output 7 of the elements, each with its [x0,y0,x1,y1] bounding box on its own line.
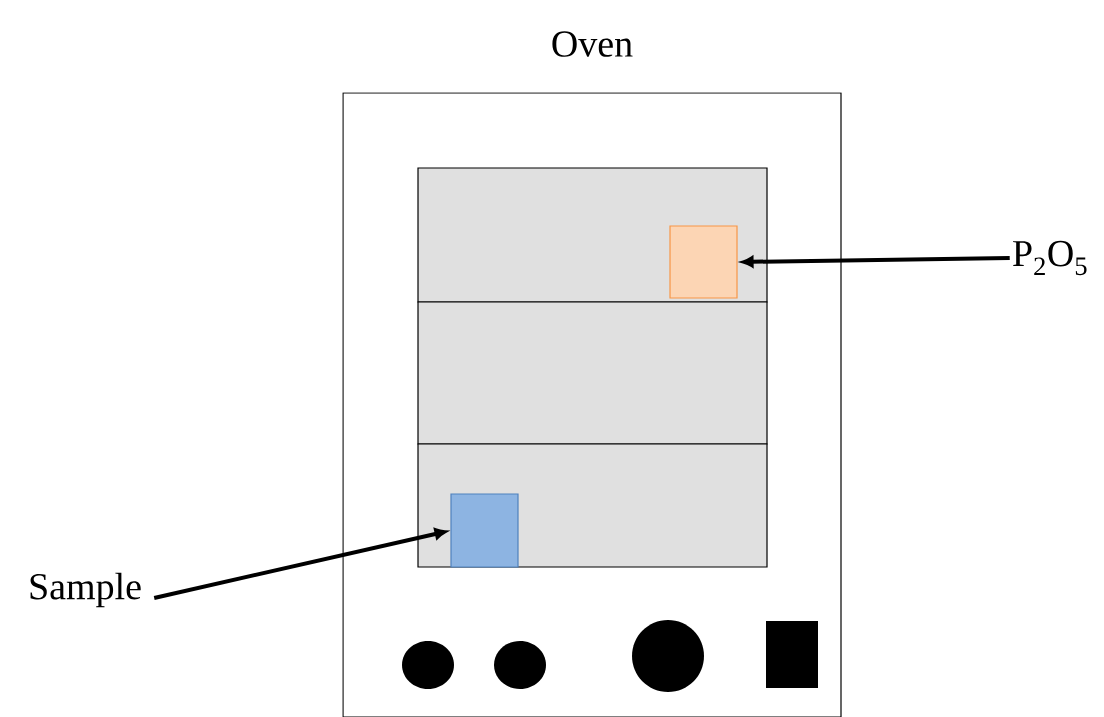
label-text: P$_{2}$O$_{5}$ [1013,240,1087,276]
label-text: Sample [30,572,141,608]
oven-compartment [417,301,768,445]
arrow [741,256,1010,268]
desiccant-dish [669,225,738,299]
sample-dish [450,493,519,568]
node-label: Oven [552,31,633,57]
